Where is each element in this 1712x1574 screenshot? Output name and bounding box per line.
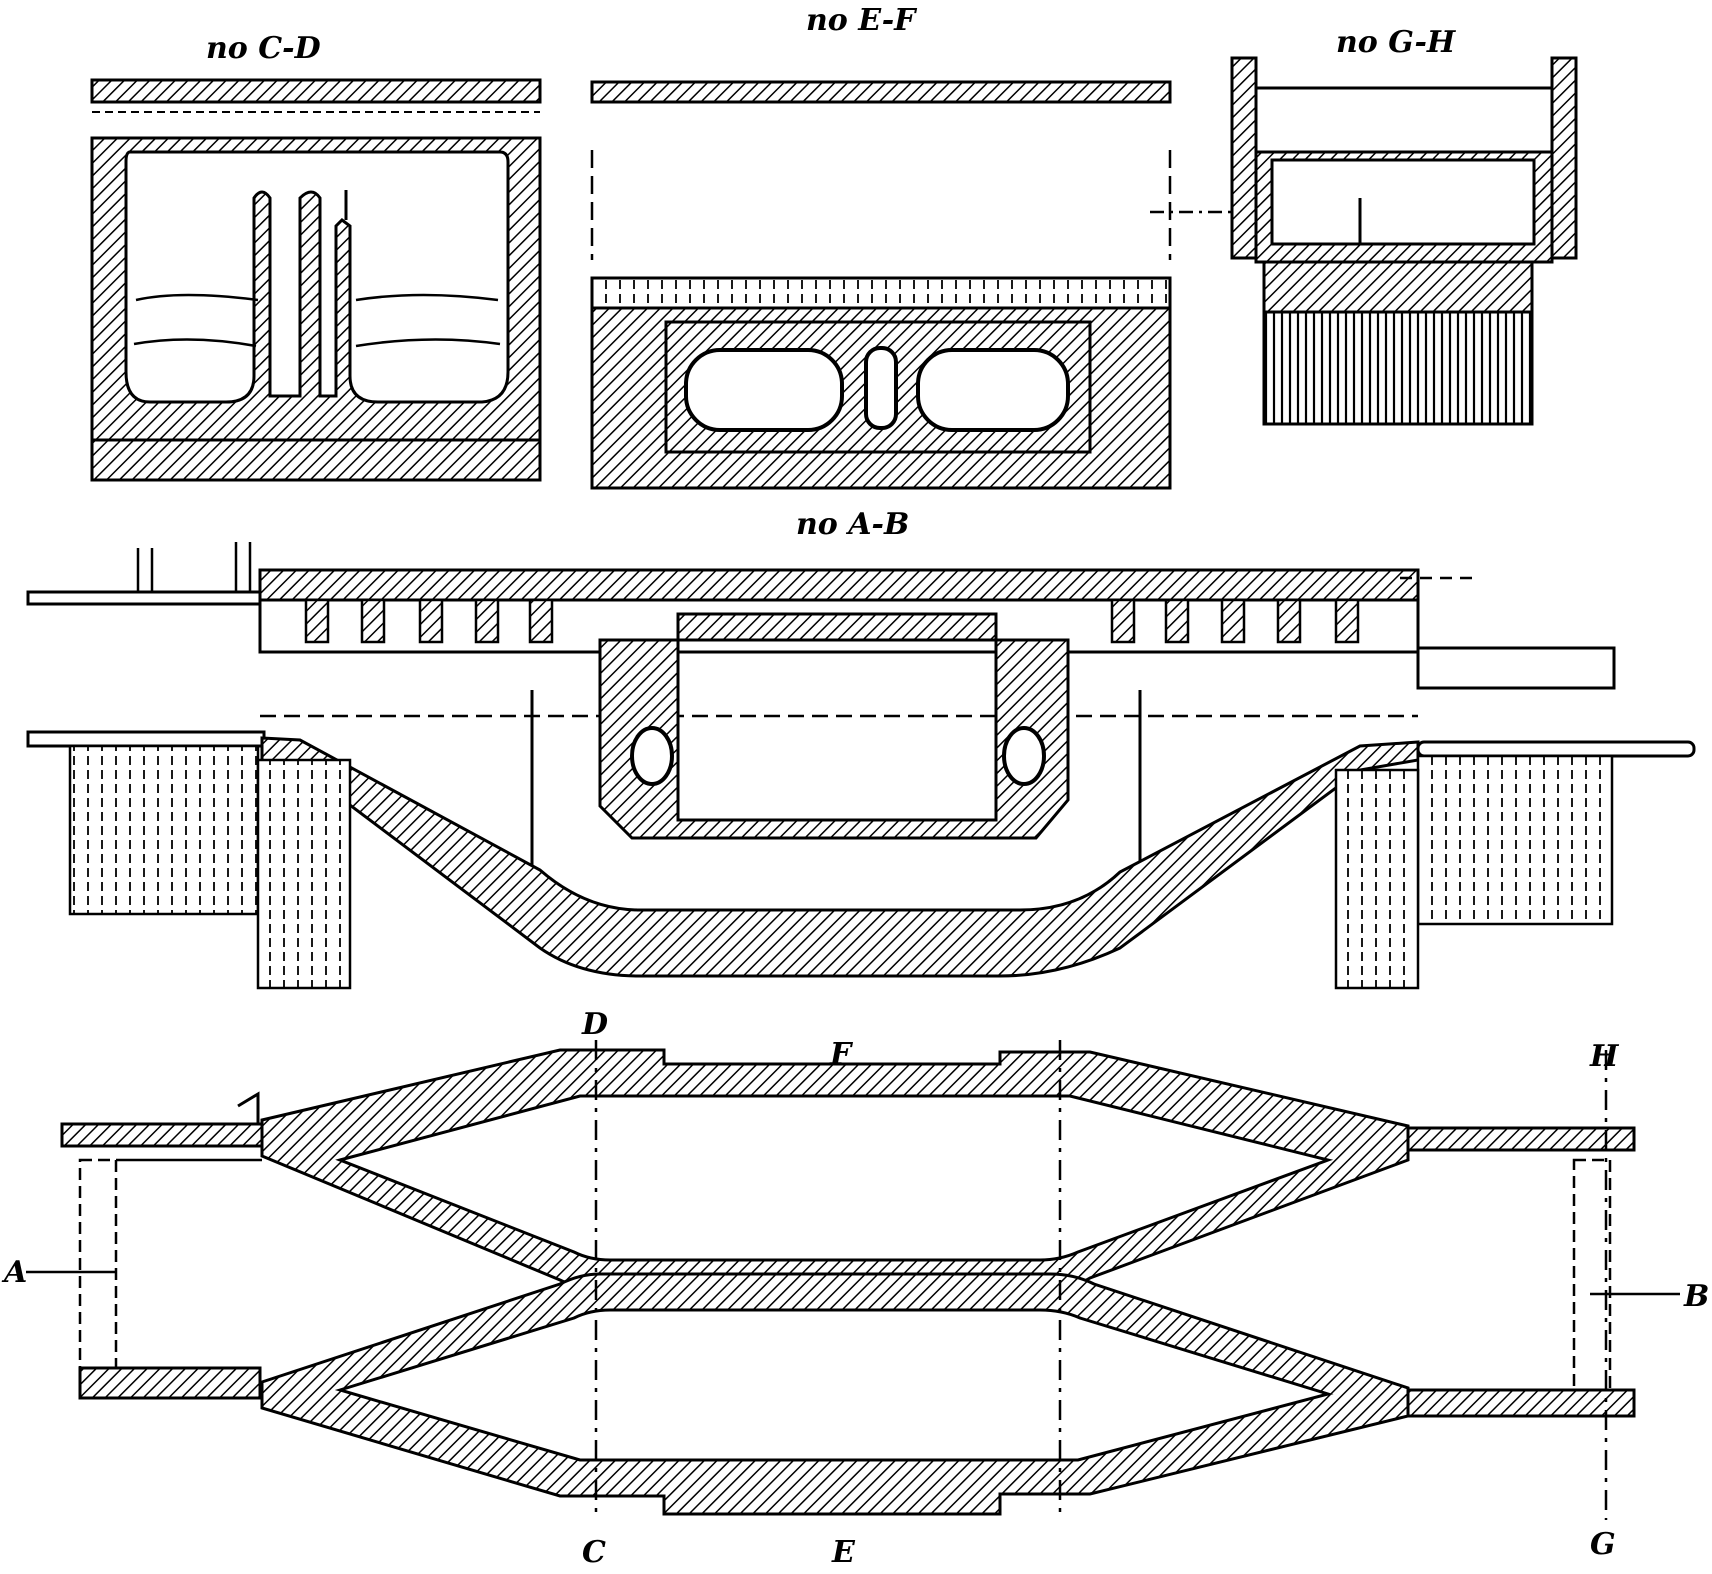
road-slab (590, 80, 1172, 104)
section-cd-title: по C-D (206, 31, 321, 66)
culvert-body (90, 136, 542, 482)
upper-tube (260, 1048, 1410, 1292)
bottom-right-bank-fill (1406, 1388, 1636, 1418)
top-left-bank (62, 1091, 260, 1126)
section-gh: по G-H (1150, 25, 1578, 426)
right-piles (1416, 754, 1614, 926)
right-water-line (355, 293, 499, 302)
left-duct (630, 726, 674, 786)
road-slab (90, 78, 542, 104)
marker-e: E (831, 1535, 856, 1570)
marker-c: C (582, 1535, 606, 1570)
marker-b: B (1683, 1279, 1709, 1314)
plan-view: A B C D E F G H (1, 1007, 1709, 1570)
deck-slab (258, 568, 1420, 602)
right-opening (916, 348, 1070, 432)
right-channel-end (1572, 1158, 1612, 1392)
inner-frame (664, 320, 1092, 454)
foundation-slab (1262, 260, 1534, 314)
siphon-trough (260, 736, 1420, 978)
left-water-line-lower (133, 338, 257, 348)
left-piles-deep (256, 758, 352, 990)
ballast-layer (590, 276, 1172, 310)
bottom-left-bank-fill (78, 1366, 262, 1400)
section-cd: по C-D (90, 31, 542, 482)
marker-g: G (1590, 1527, 1616, 1562)
right-wall (1550, 56, 1578, 260)
top-left-bank-fill (60, 1122, 264, 1148)
section-ab-title: по A-B (796, 507, 909, 542)
section-ef: по E-F (590, 3, 1172, 490)
left-channel-end (78, 1158, 118, 1370)
left-piles (68, 744, 260, 916)
piles (1262, 310, 1534, 426)
top-right-bank-fill (1406, 1126, 1636, 1152)
left-wall (1230, 56, 1258, 260)
left-ground-line (26, 730, 266, 748)
central-box (598, 612, 1070, 840)
base-slab (90, 438, 542, 482)
section-ef-title: по E-F (806, 3, 918, 38)
left-opening (684, 348, 844, 432)
center-opening (864, 346, 898, 430)
marker-f: F (829, 1037, 854, 1072)
section-ab: по A-B (26, 507, 1696, 990)
right-duct (1002, 726, 1046, 786)
right-deck-strip (1416, 646, 1616, 690)
left-deck-strip (26, 590, 262, 606)
deck-ribs (304, 598, 1360, 644)
right-ground-line (1416, 740, 1696, 758)
section-gh-title: по G-H (1336, 25, 1457, 60)
lower-tube (260, 1272, 1410, 1516)
right-piles-deep (1334, 768, 1420, 990)
channel-opening (1270, 158, 1536, 246)
left-water-line (135, 293, 259, 302)
marker-a: A (1, 1255, 27, 1290)
marker-h: H (1589, 1039, 1620, 1074)
marker-d: D (581, 1007, 608, 1042)
right-water-line-lower (355, 338, 501, 348)
